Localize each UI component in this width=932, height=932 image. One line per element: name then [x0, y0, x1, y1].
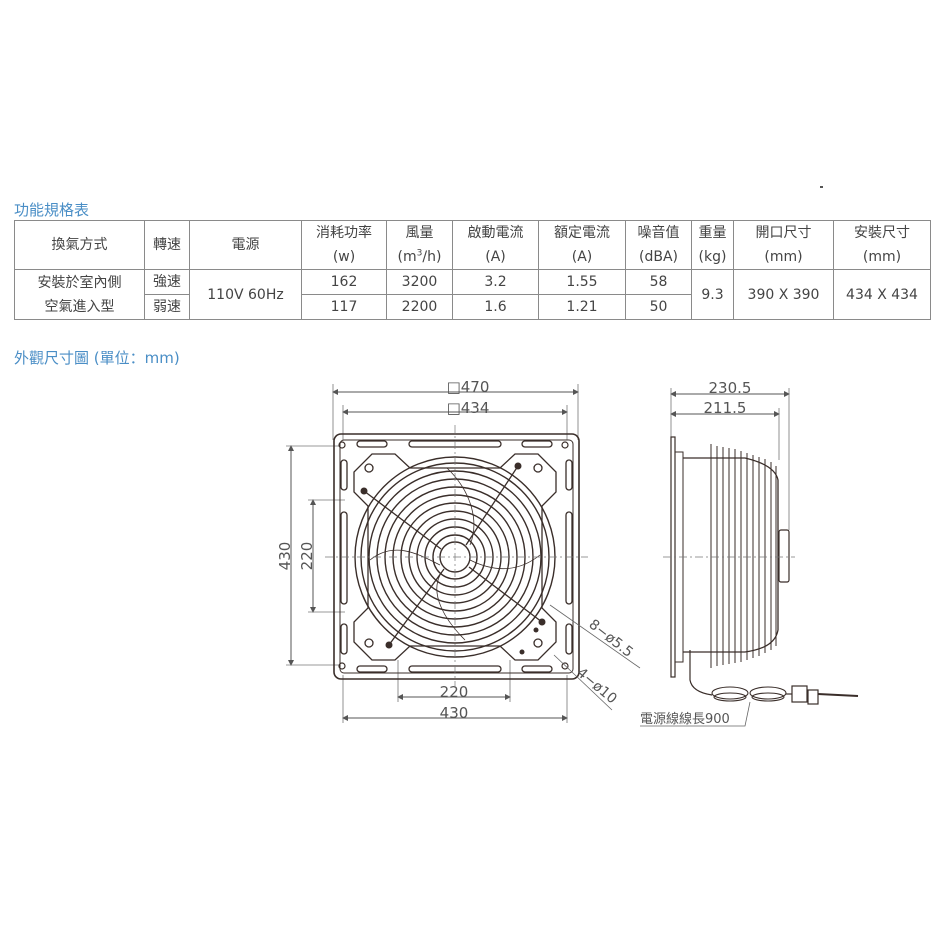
- cell-speed: 弱速: [144, 294, 190, 320]
- header-install-size: 安裝尺寸(mm): [833, 220, 931, 270]
- cell-opening-size: 390 X 390: [733, 269, 834, 320]
- table-header-row: 換氣方式 轉速 電源 消耗功率(w) 風量(m3/h) 啟動電流(A) 額定電流…: [14, 220, 931, 270]
- header-noise: 噪音值(dBA): [625, 220, 692, 270]
- callout-large-holes: 4−ø10: [573, 665, 619, 707]
- dim-inner-square: □434: [447, 399, 490, 417]
- cell-power: 162: [301, 269, 387, 295]
- table-row: 弱速 117 2200 1.6 1.21 50: [15, 294, 931, 320]
- cell-rated-current: 1.55: [538, 269, 626, 295]
- cell-ventilation-type: 安裝於室內側空氣進入型: [14, 269, 145, 320]
- cell-noise: 58: [625, 269, 692, 295]
- stray-mark: [820, 186, 823, 188]
- header-opening-size: 開口尺寸(mm): [733, 220, 834, 270]
- cell-weight: 9.3: [691, 269, 734, 320]
- header-airflow: 風量(m3/h): [386, 220, 453, 270]
- cell-airflow: 2200: [386, 294, 453, 320]
- dimension-drawing: □470 □434 430 220 220 430: [276, 378, 859, 727]
- side-view: 230.5 211.5 電源線線長900: [640, 379, 859, 727]
- header-speed: 轉速: [144, 220, 190, 270]
- cell-noise: 50: [625, 294, 692, 320]
- cell-start-current: 3.2: [452, 269, 539, 295]
- header-power-supply: 電源: [189, 220, 302, 270]
- table-row: 安裝於室內側空氣進入型 強速 110V 60Hz 162 3200 3.2 1.…: [14, 269, 931, 320]
- spec-table: 換氣方式 轉速 電源 消耗功率(w) 風量(m3/h) 啟動電流(A) 額定電流…: [14, 220, 931, 320]
- dim-horizontal-outer: 430: [440, 704, 469, 722]
- header-power-consumption: 消耗功率(w): [301, 220, 387, 270]
- dim-horizontal-inner: 220: [440, 683, 469, 701]
- dim-outer-square: □470: [447, 378, 490, 396]
- spec-table-title: 功能規格表: [14, 201, 90, 219]
- front-view: □470 □434 430 220 220 430: [276, 378, 641, 723]
- dim-vertical-inner: 220: [298, 542, 316, 571]
- cell-install-size: 434 X 434: [833, 269, 931, 320]
- dim-total-depth: 230.5: [709, 379, 752, 397]
- callout-small-holes: 8−ø5.5: [586, 617, 636, 661]
- cell-power-supply: 110V 60Hz: [189, 269, 302, 320]
- dim-vertical-outer: 430: [276, 542, 294, 571]
- cell-power: 117: [301, 294, 387, 320]
- dimension-drawing-title: 外觀尺寸圖 (單位：mm): [14, 349, 180, 367]
- cell-airflow: 3200: [386, 269, 453, 295]
- cell-rated-current: 1.21: [538, 294, 626, 320]
- cell-start-current: 1.6: [452, 294, 539, 320]
- header-start-current: 啟動電流(A): [452, 220, 539, 270]
- header-rated-current: 額定電流(A): [538, 220, 626, 270]
- header-weight: 重量(kg): [691, 220, 734, 270]
- dim-body-depth: 211.5: [704, 399, 747, 417]
- cord-length-label: 電源線線長900: [640, 711, 730, 727]
- header-ventilation-type: 換氣方式: [14, 220, 145, 270]
- cell-speed: 強速: [144, 269, 190, 295]
